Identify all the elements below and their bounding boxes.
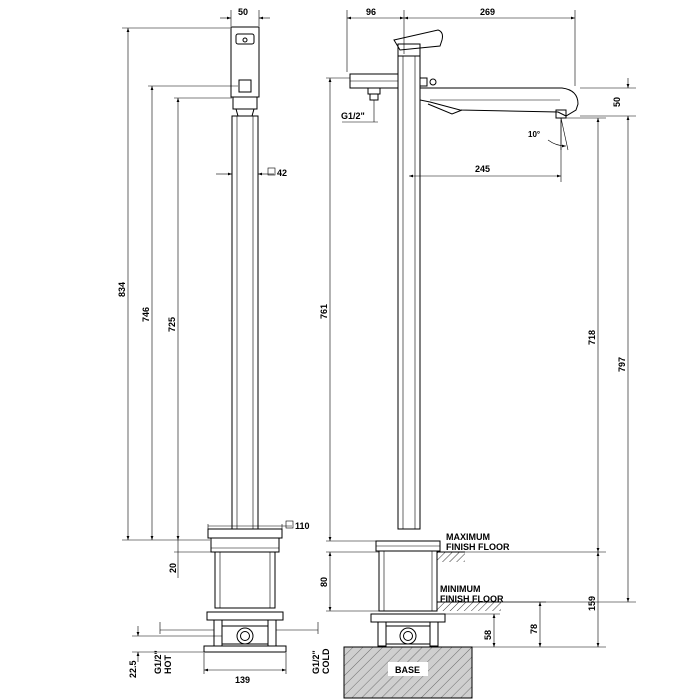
dim-front-base-offset: 20 — [168, 563, 178, 573]
side-diverter-knob — [419, 77, 428, 87]
front-bottom-plate — [203, 645, 287, 653]
max-floor-label-2: FINISH FLOOR — [446, 542, 510, 552]
side-view: BASE 96 269 G1/2" 245 10° 50 761 — [319, 7, 636, 699]
dim-side-column-height: 761 — [319, 304, 329, 319]
dim-side-handle-offset: 96 — [366, 7, 376, 17]
front-column — [231, 115, 259, 530]
front-mount-leg-right — [267, 619, 277, 647]
dim-front-height-outlet: 725 — [167, 317, 177, 332]
side-valve-outer-icon — [399, 627, 417, 645]
side-thread-label: G1/2" — [341, 111, 365, 121]
front-valve-outer-icon — [236, 627, 254, 645]
inlet-hot-label: HOT — [163, 655, 173, 675]
dim-front-height-spout: 746 — [141, 307, 151, 322]
dim-side-spout-length: 269 — [480, 7, 495, 17]
max-floor-hatch — [437, 552, 465, 562]
front-body — [214, 551, 276, 609]
dim-side-spout-thickness: 50 — [612, 97, 622, 107]
front-base-collar — [210, 537, 280, 553]
front-view: 50 834 746 725 42 110 20 22.5 — [117, 7, 331, 685]
side-lever — [393, 29, 443, 51]
inlet-cold-thread: G1/2" — [311, 650, 321, 674]
front-outlet-tip — [235, 108, 255, 117]
dim-side-base-height: 58 — [483, 630, 493, 640]
dim-side-finish-range: 159 — [587, 596, 597, 611]
front-outlet — [232, 96, 258, 110]
dim-side-spout-angle: 10° — [528, 130, 540, 139]
front-spout-square-icon — [238, 79, 252, 93]
side-mount-leg-left — [377, 621, 387, 647]
front-base-flange — [207, 528, 283, 539]
square-symbol-icon — [267, 167, 276, 176]
dim-front-base-width: 139 — [235, 675, 250, 685]
side-shower-nut — [369, 93, 379, 101]
dim-front-column-square: 42 — [277, 168, 287, 178]
side-spout-underside — [427, 103, 463, 115]
dim-front-top-width: 50 — [238, 7, 248, 17]
dim-side-spout-reach: 245 — [475, 164, 490, 174]
dim-side-outlet-height: 718 — [587, 330, 597, 345]
front-valve-box — [221, 625, 269, 645]
front-lever-icon — [235, 33, 255, 45]
inlet-cold-label: COLD — [321, 648, 331, 674]
min-floor-label-2: FINISH FLOOR — [440, 594, 504, 604]
min-floor-label-1: MINIMUM — [440, 584, 481, 594]
inlet-hot-thread: G1/2" — [153, 650, 163, 674]
side-spout — [419, 87, 579, 117]
min-floor-hatch — [437, 602, 501, 611]
side-knob-icon — [429, 78, 437, 86]
side-shower-connector — [367, 87, 381, 95]
front-lever-pin-icon — [242, 37, 248, 43]
dim-side-overall-height: 797 — [617, 357, 627, 372]
front-mount-leg-left — [213, 619, 223, 647]
side-body — [378, 550, 438, 612]
front-valve-inner-icon — [240, 631, 250, 641]
side-valve-inner-icon — [403, 631, 413, 641]
max-floor-label-1: MAXIMUM — [446, 532, 490, 542]
side-mount-leg-right — [429, 621, 439, 647]
side-mount-plate — [370, 613, 446, 623]
dim-front-lower-height: 22.5 — [128, 660, 138, 678]
side-column — [397, 55, 421, 530]
base-label: BASE — [395, 665, 420, 675]
square-symbol-icon-2 — [285, 520, 294, 529]
dim-side-base-depth: 78 — [529, 624, 539, 634]
front-mount-plate — [206, 611, 284, 621]
side-valve-box — [385, 625, 431, 645]
dim-front-base-square: 110 — [295, 521, 310, 531]
dim-side-finish-gap: 80 — [319, 577, 329, 587]
dim-front-total-height: 834 — [117, 282, 127, 297]
